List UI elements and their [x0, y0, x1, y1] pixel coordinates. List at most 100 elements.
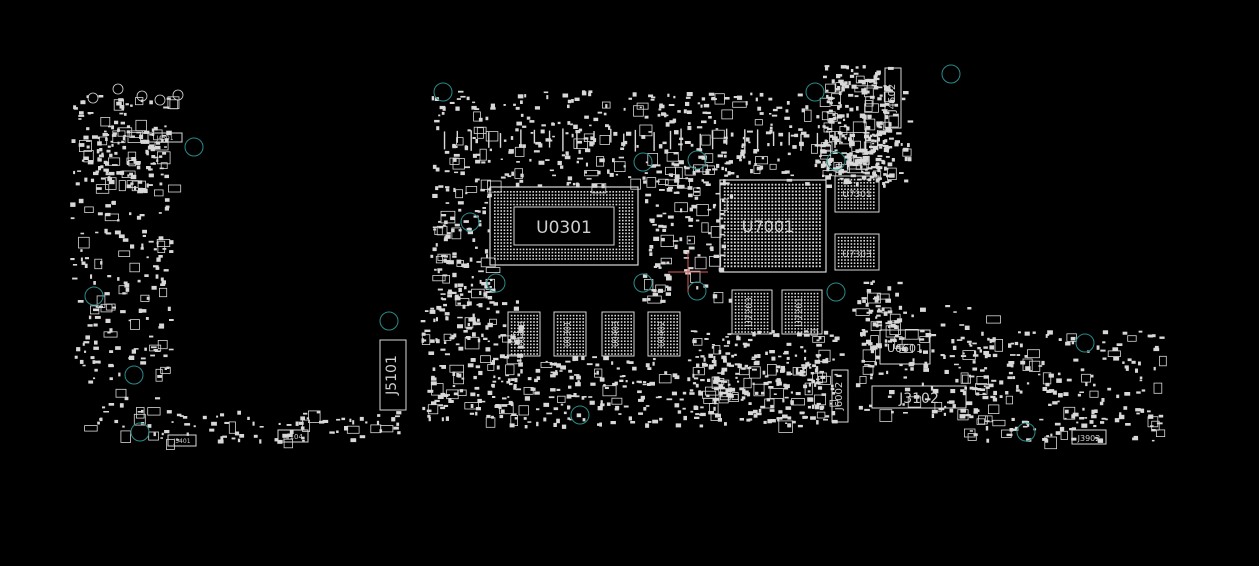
- connector-j3102[interactable]: J3102: [871, 385, 967, 409]
- ball-pad: [791, 312, 793, 314]
- cpu-ball: [577, 203, 579, 206]
- cpu-package[interactable]: U0301: [489, 186, 639, 266]
- cpu-ball: [545, 194, 547, 196]
- smd-pad: [452, 252, 457, 256]
- ball-pad: [802, 221, 804, 223]
- ball-pad: [566, 314, 568, 317]
- ball-pad: [805, 224, 808, 227]
- ball-pad: [569, 314, 572, 317]
- smd-pad: [778, 410, 783, 414]
- ball-pad: [510, 346, 513, 349]
- cpu-ball: [494, 203, 496, 206]
- ball-pad: [813, 318, 816, 320]
- connector-j4502[interactable]: J4502: [884, 67, 902, 129]
- connector-j5401[interactable]: J5401: [167, 434, 197, 447]
- ball-pad: [744, 328, 746, 330]
- smd-pad: [657, 113, 661, 117]
- smd-pad: [472, 153, 477, 158]
- ball-pad: [660, 330, 662, 333]
- mem-chip-1[interactable]: U0303: [507, 311, 541, 357]
- ball-pad: [805, 183, 808, 186]
- ball-pad: [791, 302, 793, 304]
- ball-pad: [807, 318, 809, 320]
- smd-pad: [1019, 390, 1023, 394]
- smd-pad: [773, 333, 779, 337]
- ball-pad: [754, 204, 757, 206]
- cpu-ball: [599, 191, 602, 193]
- smd-pad: [700, 412, 706, 417]
- vram-chip-u7301[interactable]: U7301: [834, 175, 880, 213]
- cpu-ball: [503, 200, 506, 203]
- smd-pad: [439, 365, 443, 367]
- cpu-ball: [612, 191, 614, 193]
- chip-u6601[interactable]: U6601: [879, 329, 931, 365]
- mem-chip-3[interactable]: U0403: [601, 311, 635, 357]
- ball-pad: [819, 190, 821, 193]
- smd-pad: [734, 363, 741, 366]
- ball-pad: [841, 191, 843, 194]
- test-point: [87, 92, 99, 104]
- cpu-ball: [513, 194, 515, 196]
- smd-pad: [583, 137, 589, 140]
- smd-pad: [1147, 416, 1159, 428]
- ball-pad: [604, 321, 607, 323]
- smd-pad: [943, 412, 946, 416]
- ball-pad: [566, 340, 568, 342]
- ball-pad: [617, 343, 620, 346]
- cpu-ball: [583, 194, 586, 196]
- ball-pad: [663, 314, 666, 317]
- ball-pad: [510, 350, 513, 352]
- smd-pad: [1101, 398, 1105, 402]
- smd-pad: [584, 171, 587, 174]
- cpu-ball: [631, 210, 634, 212]
- ball-pad: [795, 211, 797, 213]
- ball-pad: [795, 187, 797, 189]
- smd-pad: [184, 423, 191, 426]
- cpu-ball: [522, 251, 525, 254]
- connector-j3104[interactable]: J3104: [277, 429, 309, 443]
- ball-pad: [805, 234, 808, 237]
- smd-pad: [769, 350, 775, 354]
- smd-pad: [619, 379, 624, 382]
- vram-chip-u7201[interactable]: U7201: [781, 289, 823, 335]
- ball-pad: [815, 234, 818, 237]
- connector-j4501[interactable]: J4501: [147, 132, 183, 143]
- ball-pad: [660, 314, 662, 317]
- smd-pad: [801, 108, 805, 113]
- connector-j5101[interactable]: J5101: [379, 339, 407, 411]
- ball-pad: [747, 183, 750, 186]
- ball-pad: [530, 321, 532, 323]
- ball-pad: [734, 187, 736, 189]
- smd-pad: [557, 160, 562, 166]
- ball-pad: [819, 265, 821, 268]
- smd-pad: [86, 145, 90, 149]
- mem-chip-4[interactable]: U0402: [647, 311, 681, 357]
- cpu-ball: [599, 248, 602, 251]
- smd-pad: [795, 371, 802, 375]
- cpu-ball: [510, 232, 512, 235]
- ball-pad: [533, 346, 535, 349]
- ball-pad: [812, 241, 814, 244]
- ball-pad: [837, 262, 840, 264]
- ball-pad: [730, 258, 733, 261]
- smd-pad: [453, 153, 460, 157]
- vram-chip-u7203[interactable]: U7203: [731, 289, 773, 335]
- smd-pad: [985, 386, 990, 389]
- mem-chip-2[interactable]: U0301: [553, 311, 587, 357]
- ball-pad: [611, 340, 613, 342]
- cpu-ball: [526, 255, 528, 257]
- smd-pad: [772, 108, 778, 112]
- cpu-ball: [551, 255, 554, 257]
- cpu-ball: [535, 248, 538, 251]
- gpu-package[interactable]: U7001: [719, 179, 827, 273]
- ball-pad: [791, 183, 794, 186]
- vram-chip-u7303[interactable]: U7303: [834, 233, 880, 271]
- connector-j3902[interactable]: J3902: [1071, 429, 1107, 445]
- ball-pad: [802, 248, 804, 251]
- ball-pad: [663, 334, 666, 336]
- ball-pad: [837, 185, 840, 187]
- smd-pad: [127, 174, 130, 177]
- connector-j6002[interactable]: J6002: [831, 369, 849, 423]
- ball-pad: [620, 340, 623, 342]
